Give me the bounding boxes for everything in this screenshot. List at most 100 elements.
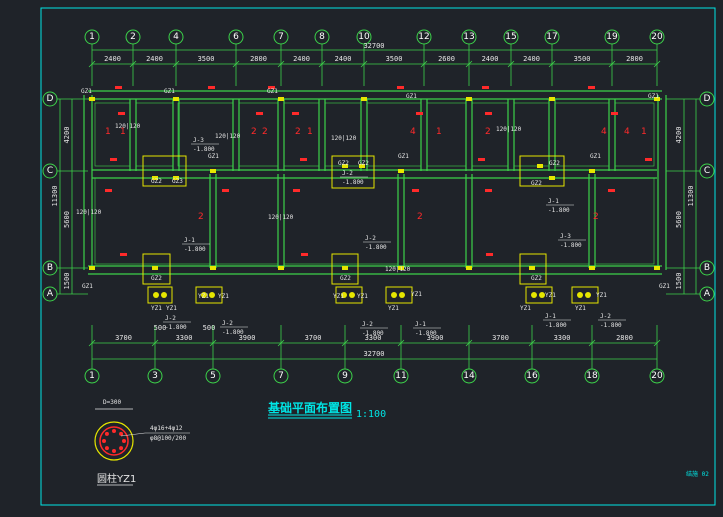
room-number: 2	[485, 127, 491, 137]
section-note: 120|120	[115, 123, 141, 130]
room-number: 2	[262, 127, 268, 137]
footing-pad	[331, 155, 375, 189]
top-dim-value: 2600	[438, 55, 455, 63]
dim-tick	[465, 60, 473, 68]
dim-tick	[507, 60, 515, 68]
left-total-dim: 11300	[51, 185, 59, 206]
axis-label-left: D	[47, 94, 54, 104]
column-label: YZ1	[545, 292, 556, 299]
room-outline	[471, 177, 590, 265]
axis-label-bottom: 16	[526, 371, 538, 381]
column-dot	[577, 292, 583, 298]
column-label: YZ1	[166, 305, 177, 312]
room-tag	[293, 189, 300, 192]
column-marker	[173, 97, 179, 101]
column-dot	[399, 292, 405, 298]
axis-label-right: D	[704, 94, 711, 104]
beam-label: J-3	[193, 137, 204, 144]
room-outline	[135, 102, 174, 167]
bottom-small-dim: 500	[203, 324, 216, 332]
top-total-dim: 32700	[363, 42, 384, 50]
axis-bubble-right	[699, 286, 715, 302]
left-dim-value: 4200	[63, 127, 71, 144]
beam-label: J-1	[184, 237, 195, 244]
right-dim-value: 1500	[675, 273, 683, 290]
axis-bubble-bottom	[337, 368, 353, 384]
rebar-dot	[112, 449, 116, 453]
dim-tick	[653, 339, 661, 347]
column-label: GZ1	[208, 153, 219, 160]
axis-bubble-left	[42, 91, 58, 107]
axis-bubble-bottom	[584, 368, 600, 384]
column-dot	[531, 292, 537, 298]
axis-label-top: 4	[173, 32, 179, 42]
left-dim-value: 1500	[63, 273, 71, 290]
column-label: GZ1	[659, 283, 670, 290]
axis-label-bottom: 9	[342, 371, 348, 381]
drawing-number: 结施 02	[686, 470, 709, 478]
room-outline	[426, 102, 467, 167]
column-footing	[571, 286, 599, 304]
axis-bubble-top	[544, 29, 560, 45]
column-marker	[210, 266, 216, 270]
axis-label-right: A	[704, 289, 711, 299]
beam-label: J-1	[545, 313, 556, 320]
room-tag	[300, 158, 307, 161]
room-tag	[645, 158, 652, 161]
section-note: 120|120	[331, 135, 357, 142]
stirrup-spec: φ8@100/200	[150, 435, 187, 442]
room-tag	[222, 189, 229, 192]
beam-level: -1.800	[165, 324, 187, 331]
column-footing	[195, 286, 223, 304]
column-marker	[466, 97, 472, 101]
column-footing	[147, 286, 173, 304]
axis-label-bottom: 3	[152, 371, 158, 381]
room-tag	[482, 86, 489, 89]
axis-bubble-bottom	[524, 368, 540, 384]
footing-pad	[519, 253, 547, 285]
top-dim-value: 2400	[104, 55, 121, 63]
top-dim-value: 3500	[386, 55, 403, 63]
bottom-dim-value: 3900	[239, 334, 256, 342]
column-label: GZ3	[172, 178, 183, 185]
column-marker	[466, 266, 472, 270]
bottom-small-dim: 500	[154, 324, 167, 332]
axis-bubble-left	[42, 260, 58, 276]
annotations: J-3-1.800J-2-1.800J-1-1.800J-1-1.800J-2-…	[76, 88, 670, 337]
rebar-spec: 4φ16+4φ12	[150, 425, 183, 432]
column-marker	[398, 169, 404, 173]
column-label: GZ1	[648, 93, 659, 100]
dimension-lines	[57, 44, 700, 369]
rebar-dot	[104, 446, 109, 451]
column-marker	[549, 176, 555, 180]
column-label: GZ2	[340, 275, 351, 282]
column-label: YZ1	[198, 293, 209, 300]
axis-bubble-right	[699, 163, 715, 179]
bottom-dim-value: 2800	[616, 334, 633, 342]
room-tag	[485, 189, 492, 192]
axis-label-left: B	[47, 263, 53, 273]
axis-label-top: 2	[130, 32, 136, 42]
axis-label-right: C	[704, 166, 710, 176]
column-label: GZ1	[267, 88, 278, 95]
column-label: GZ1	[82, 283, 93, 290]
dim-tick	[397, 339, 405, 347]
room-outline	[283, 102, 320, 167]
dim-tick	[277, 339, 285, 347]
rebar-dot	[122, 439, 126, 443]
dim-tick	[341, 339, 349, 347]
room-tag	[115, 86, 122, 89]
rebar-dot	[102, 439, 106, 443]
column-footing	[335, 286, 363, 304]
column-dot	[161, 292, 167, 298]
room-outline	[554, 102, 610, 167]
room-tag	[608, 189, 615, 192]
beam-level: -1.800	[545, 322, 567, 329]
axis-bubble-bottom	[205, 368, 221, 384]
dim-tick	[172, 60, 180, 68]
axis-bubble-bottom	[273, 368, 289, 384]
column-label: YZ1	[357, 293, 368, 300]
room-outline	[403, 177, 467, 265]
